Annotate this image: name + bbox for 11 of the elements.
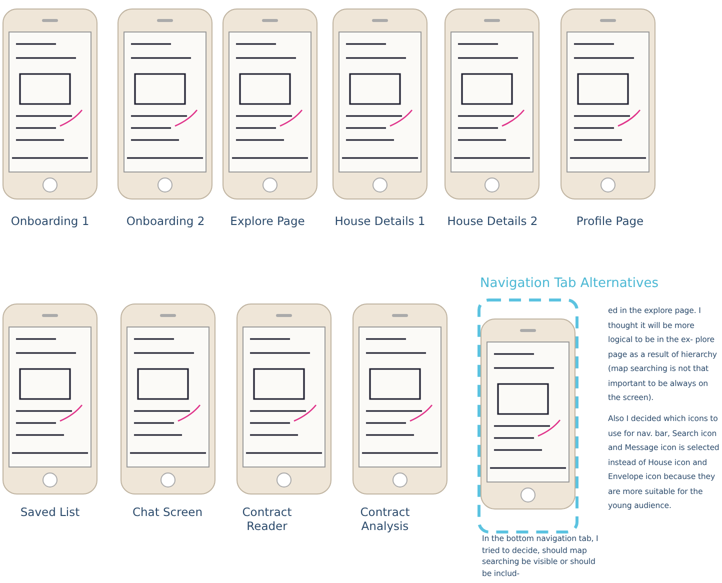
screen-caption: Saved List [19,505,81,519]
screen-caption: Onboarding 2 [125,214,206,228]
section-heading: Navigation Tab Alternatives [480,276,660,291]
screen-caption: House Details 2 [446,214,539,228]
screen-caption: Chat Screen [131,505,204,519]
screen-caption: Profile Page [575,214,645,228]
screen-caption: Contract Reader [241,505,293,533]
screen-caption: Contract Analysis [359,505,411,533]
screen-caption: Explore Page [229,214,306,228]
screen-caption: House Details 1 [334,214,426,228]
screen-caption: Onboarding 1 [10,214,90,228]
